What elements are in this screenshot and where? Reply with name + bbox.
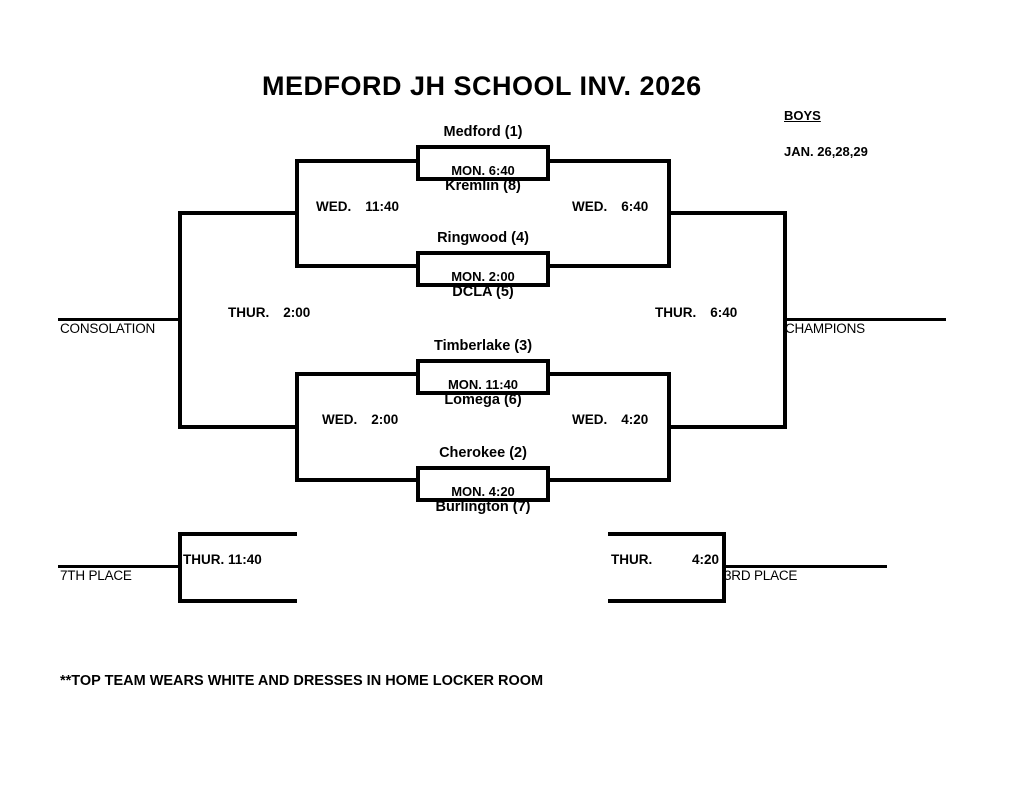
third-place-lower-arm [608, 599, 726, 603]
game-1-top-team: Medford (1) [443, 124, 523, 140]
consolation-label: CONSOLATION [60, 321, 156, 336]
consolation-semi-top-time: WED. 11:40 [316, 199, 399, 214]
page-title: MEDFORD JH SCHOOL INV. 2026 [262, 71, 702, 101]
seventh-place-line [58, 565, 182, 568]
seventh-place-lower-arm [178, 599, 297, 603]
consolation-semi-bottom-time: WED. 2:00 [322, 412, 398, 427]
third-place-label: 3RD PLACE [724, 568, 798, 583]
game-3-box: MON. 11:40 [416, 359, 550, 395]
footnote-text: **TOP TEAM WEARS WHITE AND DRESSES IN HO… [60, 673, 544, 689]
tournament-dates: JAN. 26,28,29 [784, 144, 868, 159]
championship-day: THUR. [655, 305, 697, 320]
consolation-semi-top-clock: 11:40 [365, 199, 400, 214]
seventh-place-upper-arm [178, 532, 297, 536]
consolation-top-upper-arm [295, 159, 416, 163]
winners-semi-top-time: WED. 6:40 [572, 199, 648, 214]
winners-top-upper-arm [550, 159, 671, 163]
consolation-bottom-lower-arm [295, 478, 416, 482]
seventh-place-label: 7TH PLACE [60, 568, 132, 583]
third-place-line [722, 565, 887, 568]
consolation-final-upper-arm [178, 211, 298, 215]
game-3-top-team: Timberlake (3) [433, 338, 533, 354]
game-2-box: MON. 2:00 [416, 251, 550, 287]
seventh-place-time: THUR. 11:40 [183, 552, 262, 567]
championship-lower-arm [667, 425, 787, 429]
consolation-semi-bottom-day: WED. [322, 412, 358, 427]
champions-line [783, 318, 946, 321]
winners-semi-bottom-clock: 4:20 [621, 412, 649, 427]
game-3-time: MON. 11:40 [447, 377, 519, 392]
game-2-top-team: Ringwood (4) [437, 230, 529, 246]
winners-semi-bottom-time: WED. 4:20 [572, 412, 648, 427]
consolation-semi-top-day: WED. [316, 199, 352, 214]
consolation-final-lower-arm [178, 425, 298, 429]
consolation-bottom-upper-arm [295, 372, 416, 376]
game-4-time: MON. 4:20 [451, 484, 515, 499]
game-1-box: MON. 6:40 [416, 145, 550, 181]
winners-bottom-upper-arm [550, 372, 671, 376]
game-3-bottom-team: Lomega (6) [444, 392, 522, 408]
third-place-upper-arm [608, 532, 726, 536]
game-4-box: MON. 4:20 [416, 466, 550, 502]
game-2-bottom-team: DCLA (5) [452, 284, 514, 300]
game-1-time: MON. 6:40 [451, 163, 515, 178]
champions-label: CHAMPIONS [785, 321, 865, 336]
seventh-place-day: THUR. [183, 552, 225, 567]
championship-time: THUR. 6:40 [655, 305, 737, 320]
championship-upper-arm [667, 211, 787, 215]
seventh-place-clock: 11:40 [228, 552, 262, 567]
winners-semi-bottom-day: WED. [572, 412, 608, 427]
division-label: BOYS [784, 108, 821, 123]
consolation-final-day: THUR. [228, 305, 270, 320]
consolation-semi-bottom-clock: 2:00 [371, 412, 399, 427]
winners-semi-top-day: WED. [572, 199, 608, 214]
third-place-day: THUR. [611, 552, 653, 567]
championship-clock: 6:40 [710, 305, 738, 320]
winners-top-lower-arm [550, 264, 671, 268]
consolation-top-lower-arm [295, 264, 416, 268]
game-4-top-team: Cherokee (2) [439, 445, 527, 461]
game-1-bottom-team: Kremlin (8) [445, 178, 521, 194]
consolation-final-clock: 2:00 [283, 305, 311, 320]
game-2-time: MON. 2:00 [451, 269, 515, 284]
consolation-final-time: THUR. 2:00 [228, 305, 310, 320]
third-place-clock: 4:20 [691, 552, 719, 567]
third-place-time: THUR. 4:20 [611, 552, 719, 567]
game-4-bottom-team: Burlington (7) [435, 499, 531, 515]
winners-bottom-lower-arm [550, 478, 671, 482]
consolation-line [58, 318, 182, 321]
winners-semi-top-clock: 6:40 [621, 199, 649, 214]
